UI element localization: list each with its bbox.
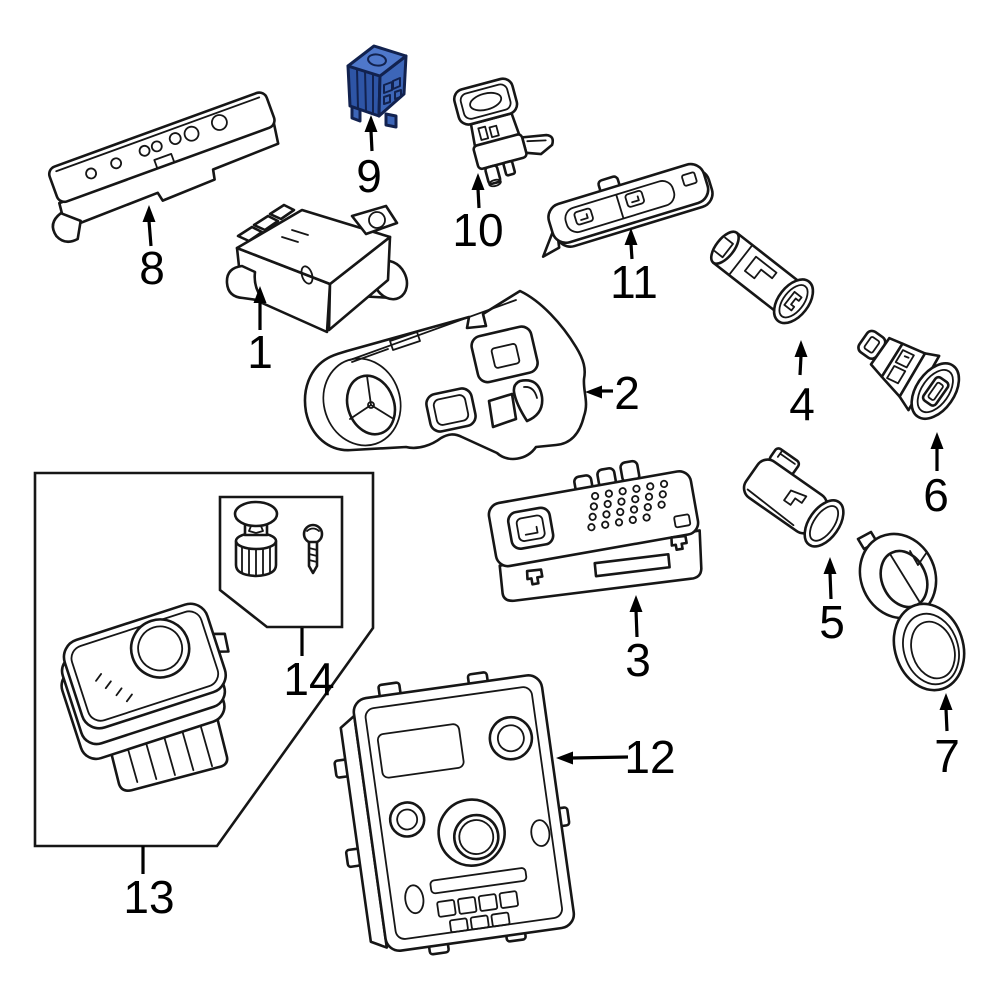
part-1-drawing [225,203,409,334]
arrow-up-icon [794,340,808,357]
knob-top-right [488,715,534,761]
part-13-label: 13 [123,871,174,923]
part-11-label: 11 [610,256,658,308]
part-4-drawing [709,230,815,325]
arrow-up-icon [364,115,378,132]
callout-12: 12 [556,731,676,783]
part-11-drawing [541,162,714,258]
callout-4: 4 [789,340,815,430]
callout-10: 10 [452,173,504,256]
arrow-up-icon [142,205,156,222]
part-5-drawing [742,447,845,548]
part-14-drawing [233,500,324,578]
speaker-dot-grid [587,479,669,532]
part-13-group-box [33,471,375,848]
part-1-label: 1 [247,326,273,378]
callout-6: 6 [923,432,949,521]
knob [233,500,279,578]
callout-3: 3 [625,595,651,686]
arrow-left-icon [585,385,602,399]
arrow-up-icon [939,693,953,710]
part-6-label: 6 [923,469,949,521]
part-14-group-box [218,495,344,629]
part-4-label: 4 [789,378,815,430]
arrow-up-icon [823,557,837,574]
part-12-drawing [333,671,576,956]
part-2-label: 2 [614,367,640,419]
part-14-label: 14 [283,653,334,705]
part-3-drawing [487,459,703,603]
knob-left [388,801,426,838]
part-8-drawing [47,91,280,244]
callout-5: 5 [819,557,845,648]
callout-9: 9 [356,115,382,202]
part-9-drawing [346,44,408,129]
callout-8: 8 [139,205,165,294]
part-12-label: 12 [624,731,675,783]
callout-7: 7 [934,693,960,782]
arrow-up-icon [471,173,485,190]
part-2-drawing [303,289,588,461]
part-8-label: 8 [139,242,165,294]
part-10-label: 10 [452,204,503,256]
display-window [376,723,465,779]
arrow-up-icon [253,286,267,303]
part-7-label: 7 [934,730,960,782]
part-13-drawing [60,602,230,792]
callout-11: 11 [610,228,658,308]
part-9-label: 9 [356,150,382,202]
part-7-drawing [856,530,966,692]
arrow-up-icon [629,595,643,612]
part-10-drawing [452,77,555,188]
arrow-left-icon [556,751,573,765]
headlamp-dial [129,618,191,679]
part-3-label: 3 [625,634,651,686]
arrow-up-icon [624,228,638,245]
screw [302,523,324,575]
arrow-up-icon [930,432,944,449]
callout-14: 14 [283,628,335,705]
part-5-label: 5 [819,596,845,648]
button-row [436,890,519,934]
connector-pin [384,112,398,129]
callout-1: 1 [247,286,273,378]
callout-2: 2 [585,367,640,419]
callout-13: 13 [123,846,175,923]
part-6-drawing [857,329,961,421]
